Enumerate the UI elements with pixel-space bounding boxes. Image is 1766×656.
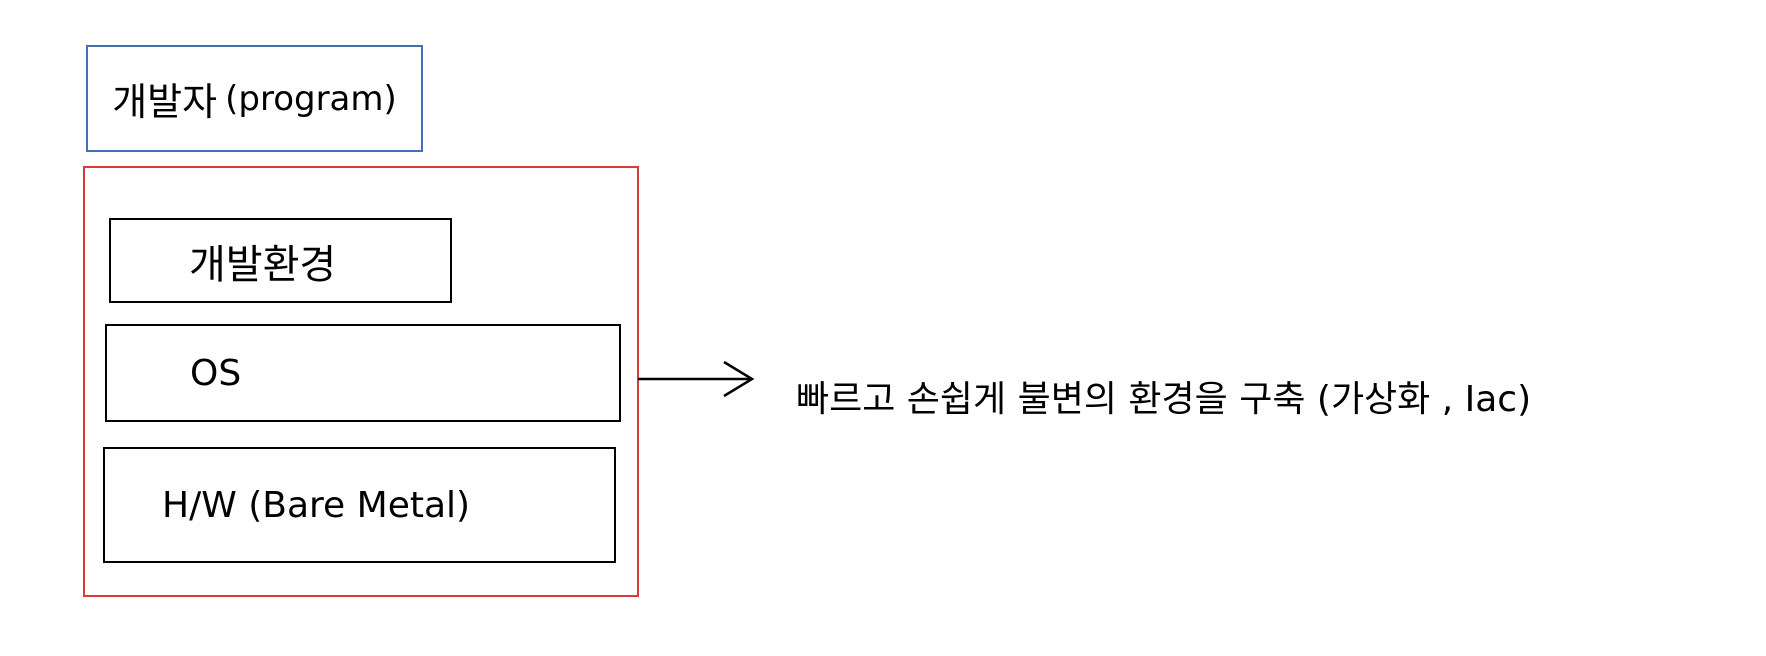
- hardware-label: H/W (Bare Metal): [162, 484, 471, 526]
- hardware-box: H/W (Bare Metal): [103, 447, 616, 563]
- result-label: 빠르고 손쉽게 불변의 환경을 구축 (가상화 , Iac): [796, 379, 1532, 420]
- arrow-head: [723, 360, 755, 398]
- os-label: OS: [190, 352, 242, 394]
- arrow-right-icon: [638, 360, 755, 398]
- developer-label: 개발자: [112, 80, 218, 124]
- developer-sub-label: (program): [225, 78, 397, 119]
- os-box: OS: [105, 324, 621, 422]
- developer-box: 개발자 (program): [86, 45, 423, 152]
- dev-environment-box: 개발환경: [109, 218, 452, 303]
- dev-environment-label: 개발환경: [189, 241, 337, 288]
- environment-container-box: [83, 166, 639, 597]
